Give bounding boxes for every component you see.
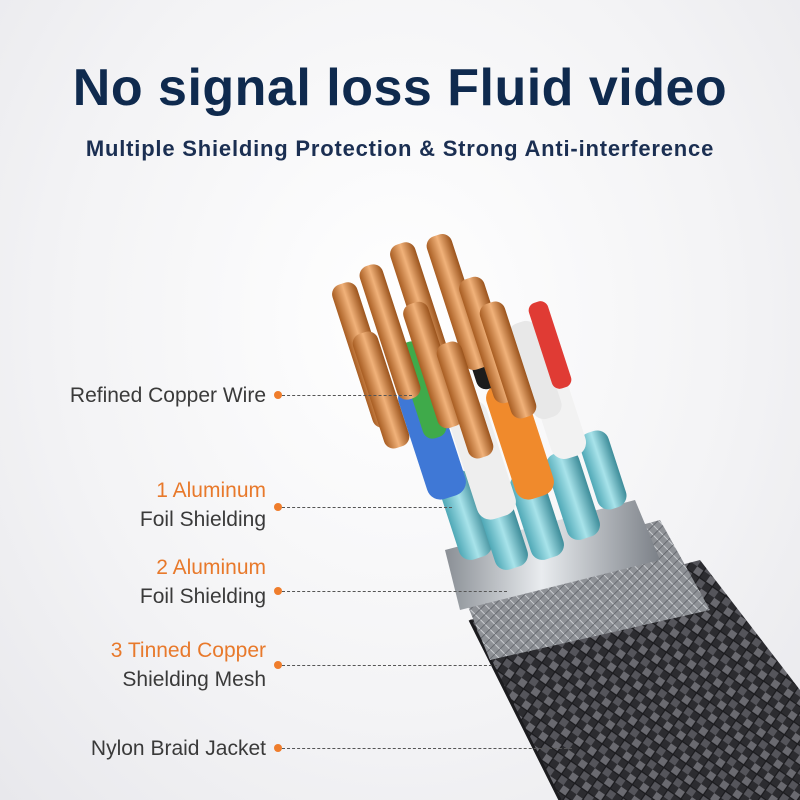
callout-leader-line [282, 665, 497, 666]
callout-accent: 1 Aluminum [156, 479, 266, 502]
callout-refined-copper-wire: Refined Copper Wire [70, 381, 266, 410]
callout-marker-dot [274, 661, 282, 669]
callout-marker-dot [274, 391, 282, 399]
callout-leader-line [282, 395, 412, 396]
callout-leader-line [282, 748, 572, 749]
callout-marker-dot [274, 744, 282, 752]
callout-marker-dot [274, 587, 282, 595]
callout-text: Foil Shielding [139, 508, 266, 531]
callout-leader-line [282, 591, 507, 592]
callout-aluminum-foil-2: 2 Aluminum Foil Shielding [140, 553, 266, 611]
callout-tinned-copper-mesh: 3 Tinned Copper Shielding Mesh [111, 636, 266, 694]
callout-accent: 3 Tinned Copper [110, 639, 266, 662]
callout-leader-line [282, 507, 452, 508]
callout-nylon-braid-jacket: Nylon Braid Jacket [91, 734, 266, 763]
subheadline: Multiple Shielding Protection & Strong A… [85, 136, 715, 161]
callout-accent: 2 Aluminum [156, 556, 266, 579]
copper-strands [332, 234, 537, 459]
callout-text: Nylon Braid Jacket [90, 737, 266, 760]
headline: No signal loss Fluid video [72, 59, 728, 117]
callout-marker-dot [274, 503, 282, 511]
callout-text: Refined Copper Wire [69, 384, 266, 407]
callout-text: Foil Shielding [139, 585, 266, 608]
callout-text: Shielding Mesh [122, 668, 266, 691]
callout-aluminum-foil-1: 1 Aluminum Foil Shielding [140, 476, 266, 534]
